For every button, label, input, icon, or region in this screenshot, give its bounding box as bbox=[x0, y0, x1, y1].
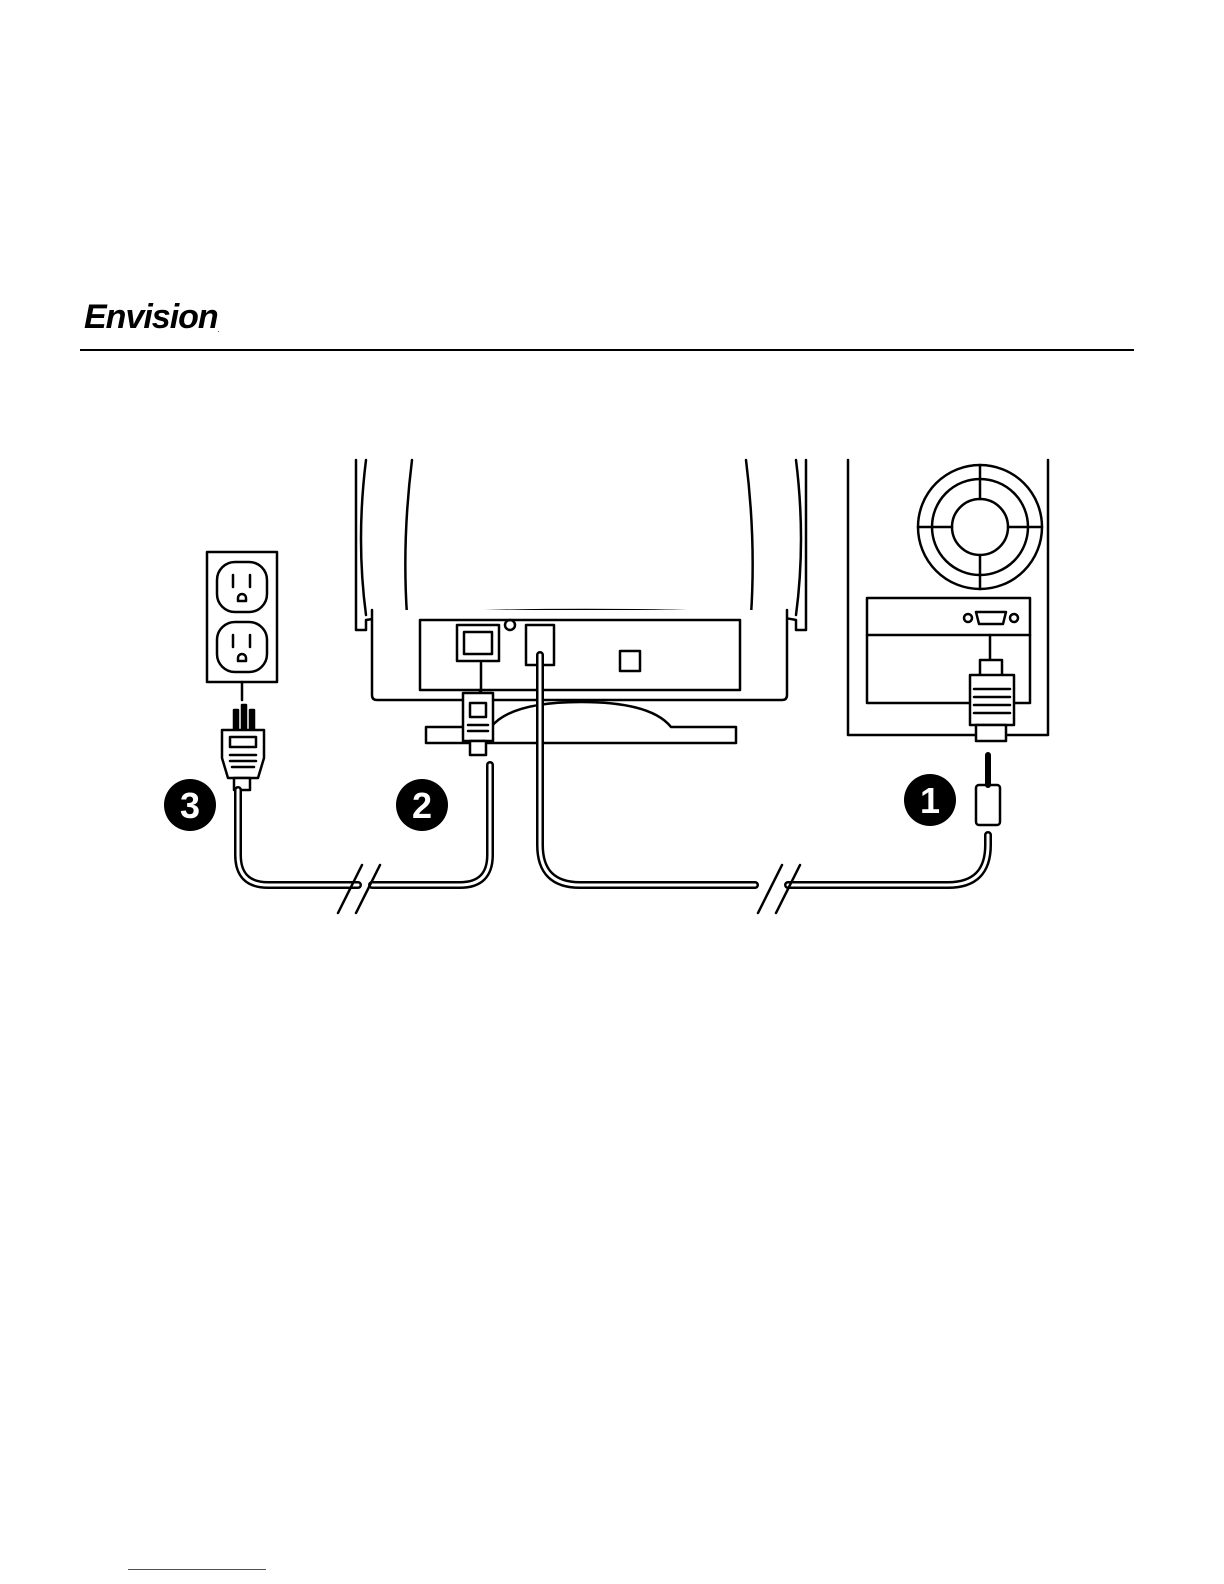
step-marker-1: 1 bbox=[904, 774, 956, 826]
monitor-icon bbox=[356, 460, 806, 743]
footer-link[interactable] bbox=[128, 1555, 266, 1570]
connection-diagram: 3 2 1 bbox=[150, 455, 1060, 920]
wall-outlet-icon bbox=[207, 552, 277, 700]
step-label-1: 1 bbox=[920, 780, 940, 821]
header-divider bbox=[80, 349, 1134, 351]
step-marker-3: 3 bbox=[164, 779, 216, 831]
step-label-3: 3 bbox=[180, 785, 200, 826]
computer-icon bbox=[848, 460, 1048, 735]
brand-logo-text: Envision bbox=[84, 298, 218, 336]
step-marker-2: 2 bbox=[396, 779, 448, 831]
power-cord bbox=[238, 790, 358, 885]
vga-connector-icon bbox=[970, 660, 1014, 741]
brand-logo: Envision. bbox=[84, 300, 218, 334]
step-label-2: 2 bbox=[412, 785, 432, 826]
power-plug-icon bbox=[222, 705, 264, 790]
